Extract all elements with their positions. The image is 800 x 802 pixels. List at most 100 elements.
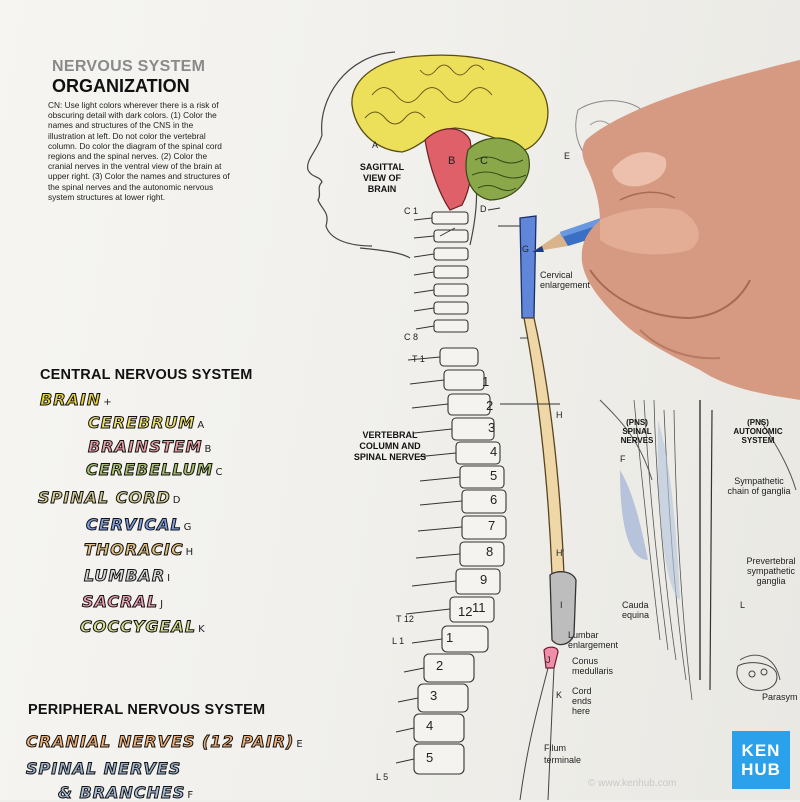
label-c8: C 8 [404,332,419,342]
watermark: © www.kenhub.com [588,778,677,789]
prevertebral-label: Prevertebral sympathetic ganglia [746,556,796,586]
vertebra-number: 3 [488,420,496,435]
item-letter: H [185,547,195,558]
conus-medullaris-label: Conus medullaris [572,656,614,676]
lumbar-number: 1 [446,630,454,645]
cns-item-brain: BRAIN+ [39,390,113,410]
item-letter: G [183,522,193,533]
filum-terminale-label: Filum terminale [544,743,582,765]
label-i: I [560,600,563,610]
item-label: THORACIC [84,540,184,560]
item-label: CEREBRUM [87,413,196,433]
vertebra-number: 7 [488,518,496,533]
item-label: SPINAL NERVES [25,759,182,779]
cerebellum-shape [465,137,530,201]
lumbar-enlargement-label: Lumbar enlargement [568,630,619,650]
vertebra-number: 9 [480,572,488,587]
pns-item-cranial: CRANIAL NERVES (12 PAIR)E [25,732,304,752]
item-label: SACRAL [81,592,159,612]
pns-autonomic-label: (PNS) AUTONOMIC SYSTEM [733,418,783,445]
item-letter: B [204,444,213,455]
vertebra-number: 4 [490,444,498,459]
hand [581,60,800,400]
item-letter: J [160,599,165,610]
label-h: H [556,410,563,420]
pns-spinal-label: (PNS) SPINAL NERVES [620,418,654,445]
label-l5: L 5 [376,772,389,782]
head-outline [306,51,396,247]
item-label: CEREBELLUM [85,460,214,480]
sagittal-view-label: SAGITTAL VIEW OF BRAIN [359,162,405,194]
label-f: F [620,454,626,464]
label-t12: T 12 [396,614,414,624]
cervical-enlargement-label: Cervical enlargement [540,270,591,290]
item-label: BRAIN [39,390,102,410]
label-l: L [740,600,746,610]
lumbar-number: 5 [426,750,434,765]
kenhub-logo: KEN HUB [732,731,790,789]
vertebral-column [413,211,507,775]
item-letter: A [197,420,206,431]
item-letter: D [172,495,182,506]
label-a: A [372,140,379,150]
cord-ends-label: Cord ends here [572,686,592,716]
spinal-cord-sacral [543,646,559,669]
vertebra-number: 5 [490,468,498,483]
item-label: BRAINSTEM [88,437,203,457]
item-label: SPINAL CORD [38,488,171,508]
label-c1: C 1 [404,206,419,216]
parasym-label: Parasym [762,692,798,702]
label-j: J [546,655,551,665]
sympathetic-chain-label: Sympathetic chain of ganglia [727,476,791,496]
brainstem-shape [424,128,473,211]
label-k: K [556,690,563,700]
item-label: CRANIAL NERVES (12 PAIR) [25,732,295,752]
item-letter: + [103,397,113,408]
spinal-cord-thoracic [523,317,565,576]
vertebra-number: 2 [486,398,494,413]
cerebrum-shape [351,54,549,153]
lumbar-number: 3 [430,688,438,703]
item-letter: I [167,573,172,584]
subtitle: NERVOUS SYSTEM [52,58,206,75]
vertebra-number: 8 [486,544,494,559]
vertebra-number: 6 [490,492,498,507]
label-l1: L 1 [392,636,405,646]
item-letter: F [187,790,195,801]
pns-heading: PERIPHERAL NERVOUS SYSTEM [28,702,266,718]
item-letter: K [198,624,206,635]
label-g: G [522,244,530,254]
label-d: D [480,204,487,214]
item-label: COCCYGEAL [79,617,197,637]
cauda-equina-label: Cauda equina [622,600,650,620]
cns-heading: CENTRAL NERVOUS SYSTEM [40,367,253,383]
vertebra-number: 12 [458,604,473,619]
item-letter: C [215,467,224,478]
item-label: CERVICAL [86,515,182,535]
label-b: B [448,155,456,167]
lumbar-number: 2 [436,658,444,673]
label-h-prime: H' [556,548,565,558]
lumbar-number: 4 [426,718,434,733]
spinal-cord-cervical [519,215,537,319]
vertebral-column-label: VERTEBRAL COLUMN AND SPINAL NERVES [353,430,427,462]
spinal-cord-lumbar [549,571,577,646]
pns-item-spinal: SPINAL NERVES [25,759,183,779]
label-t1: T 1 [412,354,425,364]
instructions-text: CN: Use light colors wherever there is a… [48,100,230,202]
item-label: & BRANCHES [57,783,186,802]
vertebra-number: 11 [472,600,486,615]
item-letter: E [296,739,304,750]
vertebra-number: 1 [482,374,490,389]
page-title: ORGANIZATION [52,76,190,96]
